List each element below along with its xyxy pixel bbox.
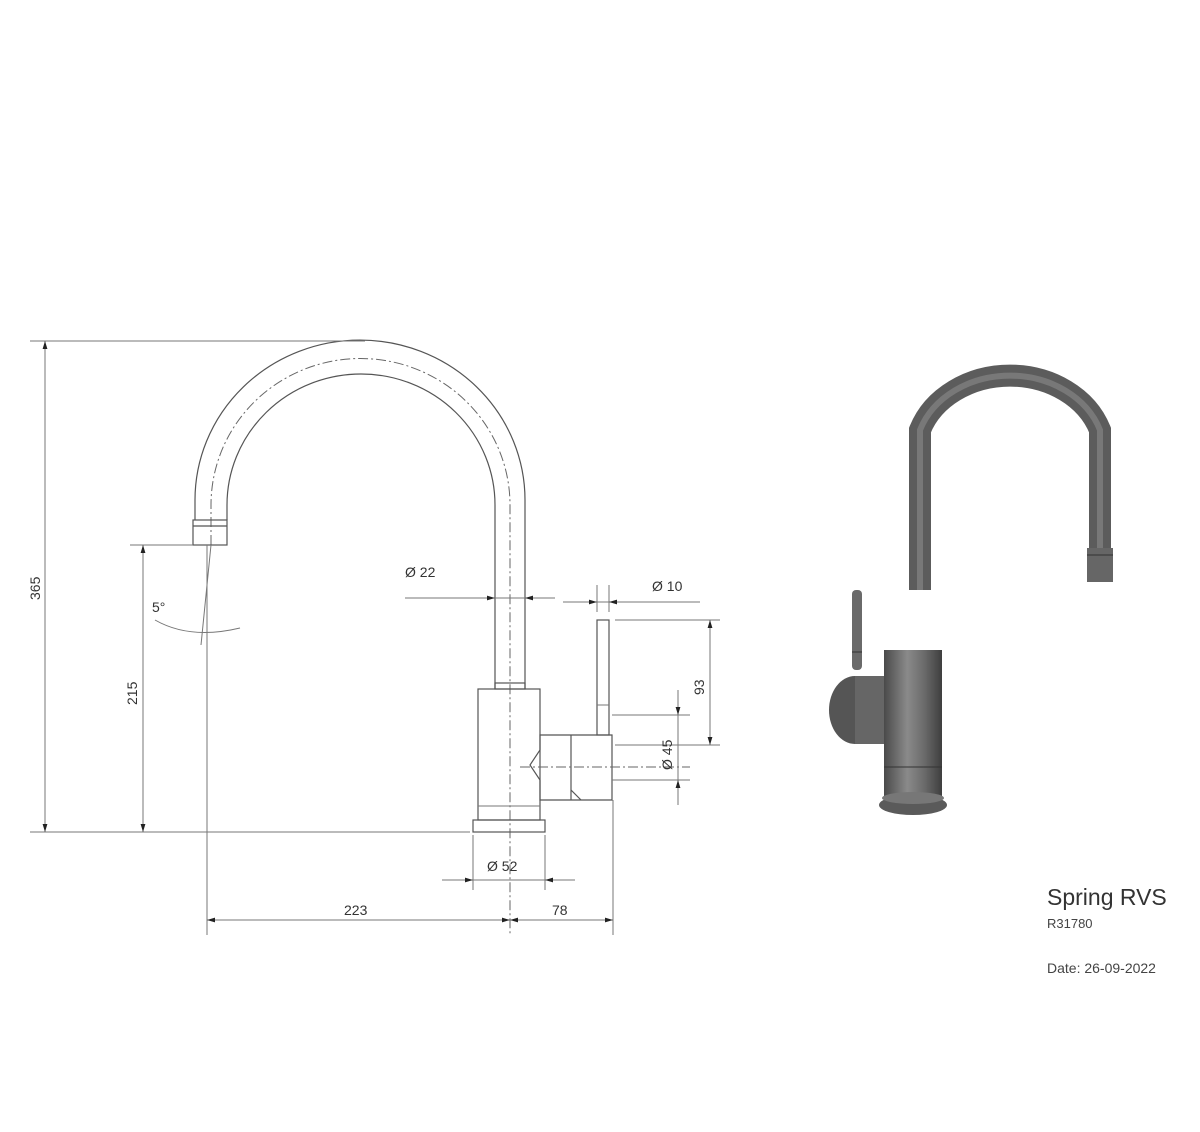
faucet-side-view: [192, 339, 690, 935]
product-code: R31780: [1047, 916, 1093, 931]
label-dia-22: Ø 22: [405, 564, 436, 580]
dimension-labels: 365 215 5° Ø 22 Ø 10 93 Ø 45 Ø 52 223 78: [27, 564, 707, 918]
product-name: Spring RVS: [1047, 884, 1167, 910]
label-dia-10: Ø 10: [652, 578, 683, 594]
label-5deg: 5°: [152, 599, 165, 615]
label-223: 223: [344, 902, 368, 918]
label-93: 93: [691, 679, 707, 695]
label-78: 78: [552, 902, 568, 918]
drawing-date: Date: 26-09-2022: [1047, 960, 1156, 976]
label-dia-45: Ø 45: [659, 739, 675, 770]
faucet-render: [829, 364, 1113, 815]
dimension-lines: [30, 340, 720, 935]
label-215: 215: [124, 681, 140, 705]
label-365: 365: [27, 576, 43, 600]
label-dia-52: Ø 52: [487, 858, 518, 874]
